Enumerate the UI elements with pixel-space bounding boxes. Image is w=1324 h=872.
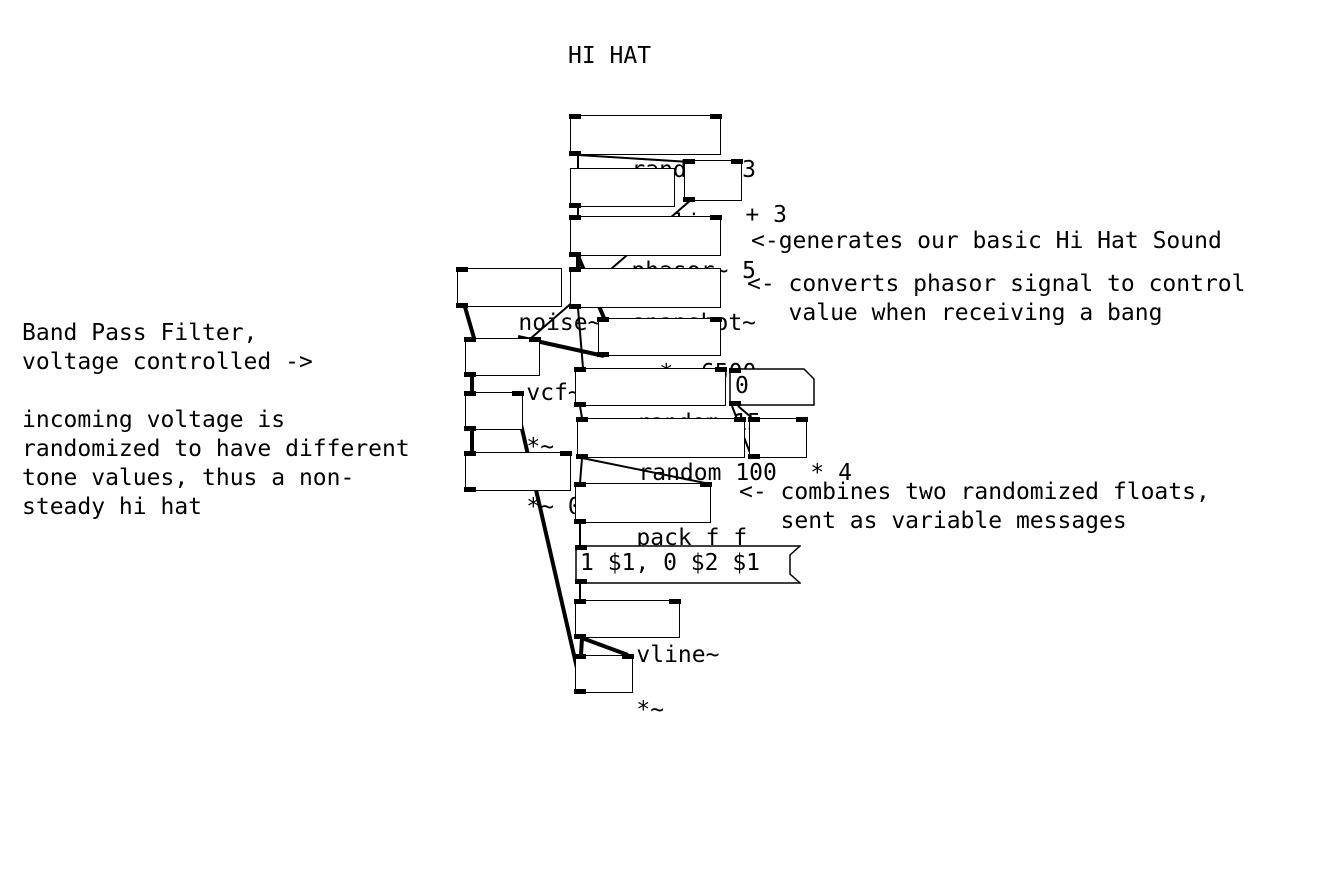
inlet-port[interactable] xyxy=(456,267,468,272)
outlet-port[interactable] xyxy=(574,689,586,694)
comment-pack: <- combines two randomized floats, sent … xyxy=(739,479,1210,534)
object-phasor[interactable]: phasor~ 5 xyxy=(569,215,756,284)
inlet-port[interactable] xyxy=(710,317,722,322)
outlet-port[interactable] xyxy=(569,151,581,156)
outlet-port[interactable] xyxy=(464,487,476,492)
inlet-port[interactable] xyxy=(560,451,572,456)
outlet-port[interactable] xyxy=(569,203,581,208)
inlet-port[interactable] xyxy=(464,451,476,456)
inlet-port[interactable] xyxy=(576,417,588,422)
outlet-port[interactable] xyxy=(748,454,760,459)
inlet-port[interactable] xyxy=(574,367,586,372)
object-plus-3[interactable]: + 3 xyxy=(683,159,787,228)
inlet-port[interactable] xyxy=(569,267,581,272)
inlet-port[interactable] xyxy=(622,654,634,659)
object-label: *~ xyxy=(636,697,665,723)
outlet-port[interactable] xyxy=(574,519,586,524)
inlet-port[interactable] xyxy=(734,417,746,422)
object-vline[interactable]: vline~ xyxy=(574,599,719,668)
object-vcf[interactable]: vcf~ xyxy=(464,337,582,406)
outlet-port[interactable] xyxy=(456,303,468,308)
inlet-port[interactable] xyxy=(710,215,722,220)
outlet-port[interactable] xyxy=(683,197,695,202)
object-label: random 100 xyxy=(638,460,777,486)
number-box-outline xyxy=(729,368,815,406)
object-random-15[interactable]: random 15 xyxy=(574,367,761,436)
inlet-port[interactable] xyxy=(569,215,581,220)
comment-bandpass: Band Pass Filter, voltage controlled -> … xyxy=(22,320,410,520)
inlet-port[interactable] xyxy=(464,391,476,396)
inlet-port[interactable] xyxy=(574,482,586,487)
outlet-port[interactable] xyxy=(569,304,581,309)
outlet-port[interactable] xyxy=(464,372,476,377)
object-label: * 4 xyxy=(810,460,852,486)
outlet-port[interactable] xyxy=(574,402,586,407)
message-box-text: 1 $1, 0 $2 $1 xyxy=(580,550,761,576)
object-noise[interactable]: noise~ xyxy=(456,267,601,336)
object-label: noise~ xyxy=(518,310,602,336)
inlet-port[interactable] xyxy=(669,599,681,604)
outlet-port[interactable] xyxy=(569,252,581,257)
object-label: vline~ xyxy=(636,642,720,668)
object-random-13[interactable]: random 13 xyxy=(569,114,756,183)
comment-phasor: <-generates our basic Hi Hat Sound xyxy=(751,228,1222,254)
inlet-port[interactable] xyxy=(529,337,541,342)
patch-canvas[interactable]: HI HAT <-generates our basic Hi Hat Soun… xyxy=(0,0,1324,742)
object-mul-signal-1[interactable]: *~ xyxy=(464,391,554,460)
inlet-port[interactable] xyxy=(748,417,760,422)
object-r-clic[interactable]: r clic xyxy=(569,168,714,236)
inlet-port[interactable] xyxy=(574,654,586,659)
outlet-port[interactable] xyxy=(576,454,588,459)
number-box[interactable]: 0 xyxy=(729,368,815,406)
inlet-port[interactable] xyxy=(597,317,609,322)
object-snapshot[interactable]: snapshot~ xyxy=(569,267,756,336)
inlet-port[interactable] xyxy=(796,417,808,422)
inlet-port[interactable] xyxy=(683,159,695,164)
inlet-port[interactable] xyxy=(569,114,581,119)
inlet-port[interactable] xyxy=(710,114,722,119)
outlet-port[interactable] xyxy=(464,426,476,431)
inlet-port[interactable] xyxy=(512,391,524,396)
object-mul-4[interactable]: * 4 xyxy=(748,417,852,486)
inlet-port[interactable] xyxy=(715,367,727,372)
inlet-port[interactable] xyxy=(731,159,743,164)
inlet-port[interactable] xyxy=(700,482,712,487)
message-box-outline xyxy=(575,545,802,584)
comment-snapshot: <- converts phasor signal to control val… xyxy=(747,271,1246,326)
number-box-value: 0 xyxy=(735,373,749,399)
object-pack[interactable]: pack f f xyxy=(574,482,747,551)
message-box[interactable]: 1 $1, 0 $2 $1 xyxy=(575,545,802,584)
object-label: + 3 xyxy=(745,202,787,228)
outlet-port[interactable] xyxy=(597,352,609,357)
object-label: vcf~ xyxy=(526,380,582,406)
object-mul-6500[interactable]: *~ 6500 xyxy=(597,317,756,386)
object-mul-0-2[interactable]: *~ 0.2 xyxy=(464,451,609,520)
outlet-port[interactable] xyxy=(574,634,586,639)
object-random-100[interactable]: random 100 xyxy=(576,417,777,486)
object-mul-signal-2[interactable]: *~ xyxy=(574,654,664,723)
patch-title: HI HAT xyxy=(568,43,652,69)
inlet-port[interactable] xyxy=(574,599,586,604)
inlet-port[interactable] xyxy=(464,337,476,342)
